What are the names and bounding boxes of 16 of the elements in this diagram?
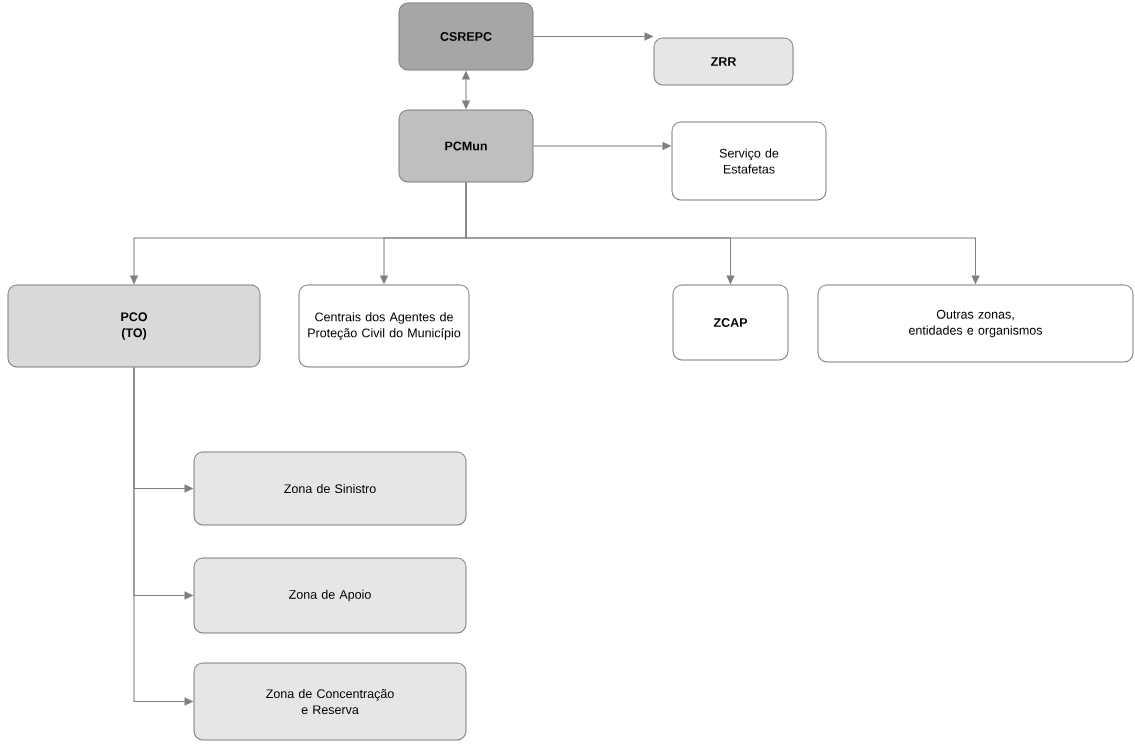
box: Centrais dos Agentes de Proteção Civil do Município bbox=[298, 284, 470, 368]
arrow bbox=[133, 367, 193, 706]
arrow bbox=[465, 182, 980, 284]
arrow bbox=[462, 71, 470, 109]
box: Zona de Sinistro bbox=[193, 451, 467, 526]
box: PCMun bbox=[398, 109, 534, 183]
box: ZCAP bbox=[672, 284, 789, 361]
box: ZRR bbox=[653, 37, 794, 86]
box: Zona de Apoio bbox=[193, 557, 467, 634]
arrow bbox=[533, 32, 653, 41]
box: CSREPC bbox=[398, 2, 534, 71]
arrow bbox=[533, 142, 671, 150]
box: Outras zonas, entidades e organismos bbox=[817, 284, 1134, 363]
box: PCO (TO) bbox=[7, 284, 261, 368]
box: Serviço de Estafetas bbox=[671, 121, 827, 201]
box: Zona de Concentração e Reserva bbox=[193, 662, 467, 741]
